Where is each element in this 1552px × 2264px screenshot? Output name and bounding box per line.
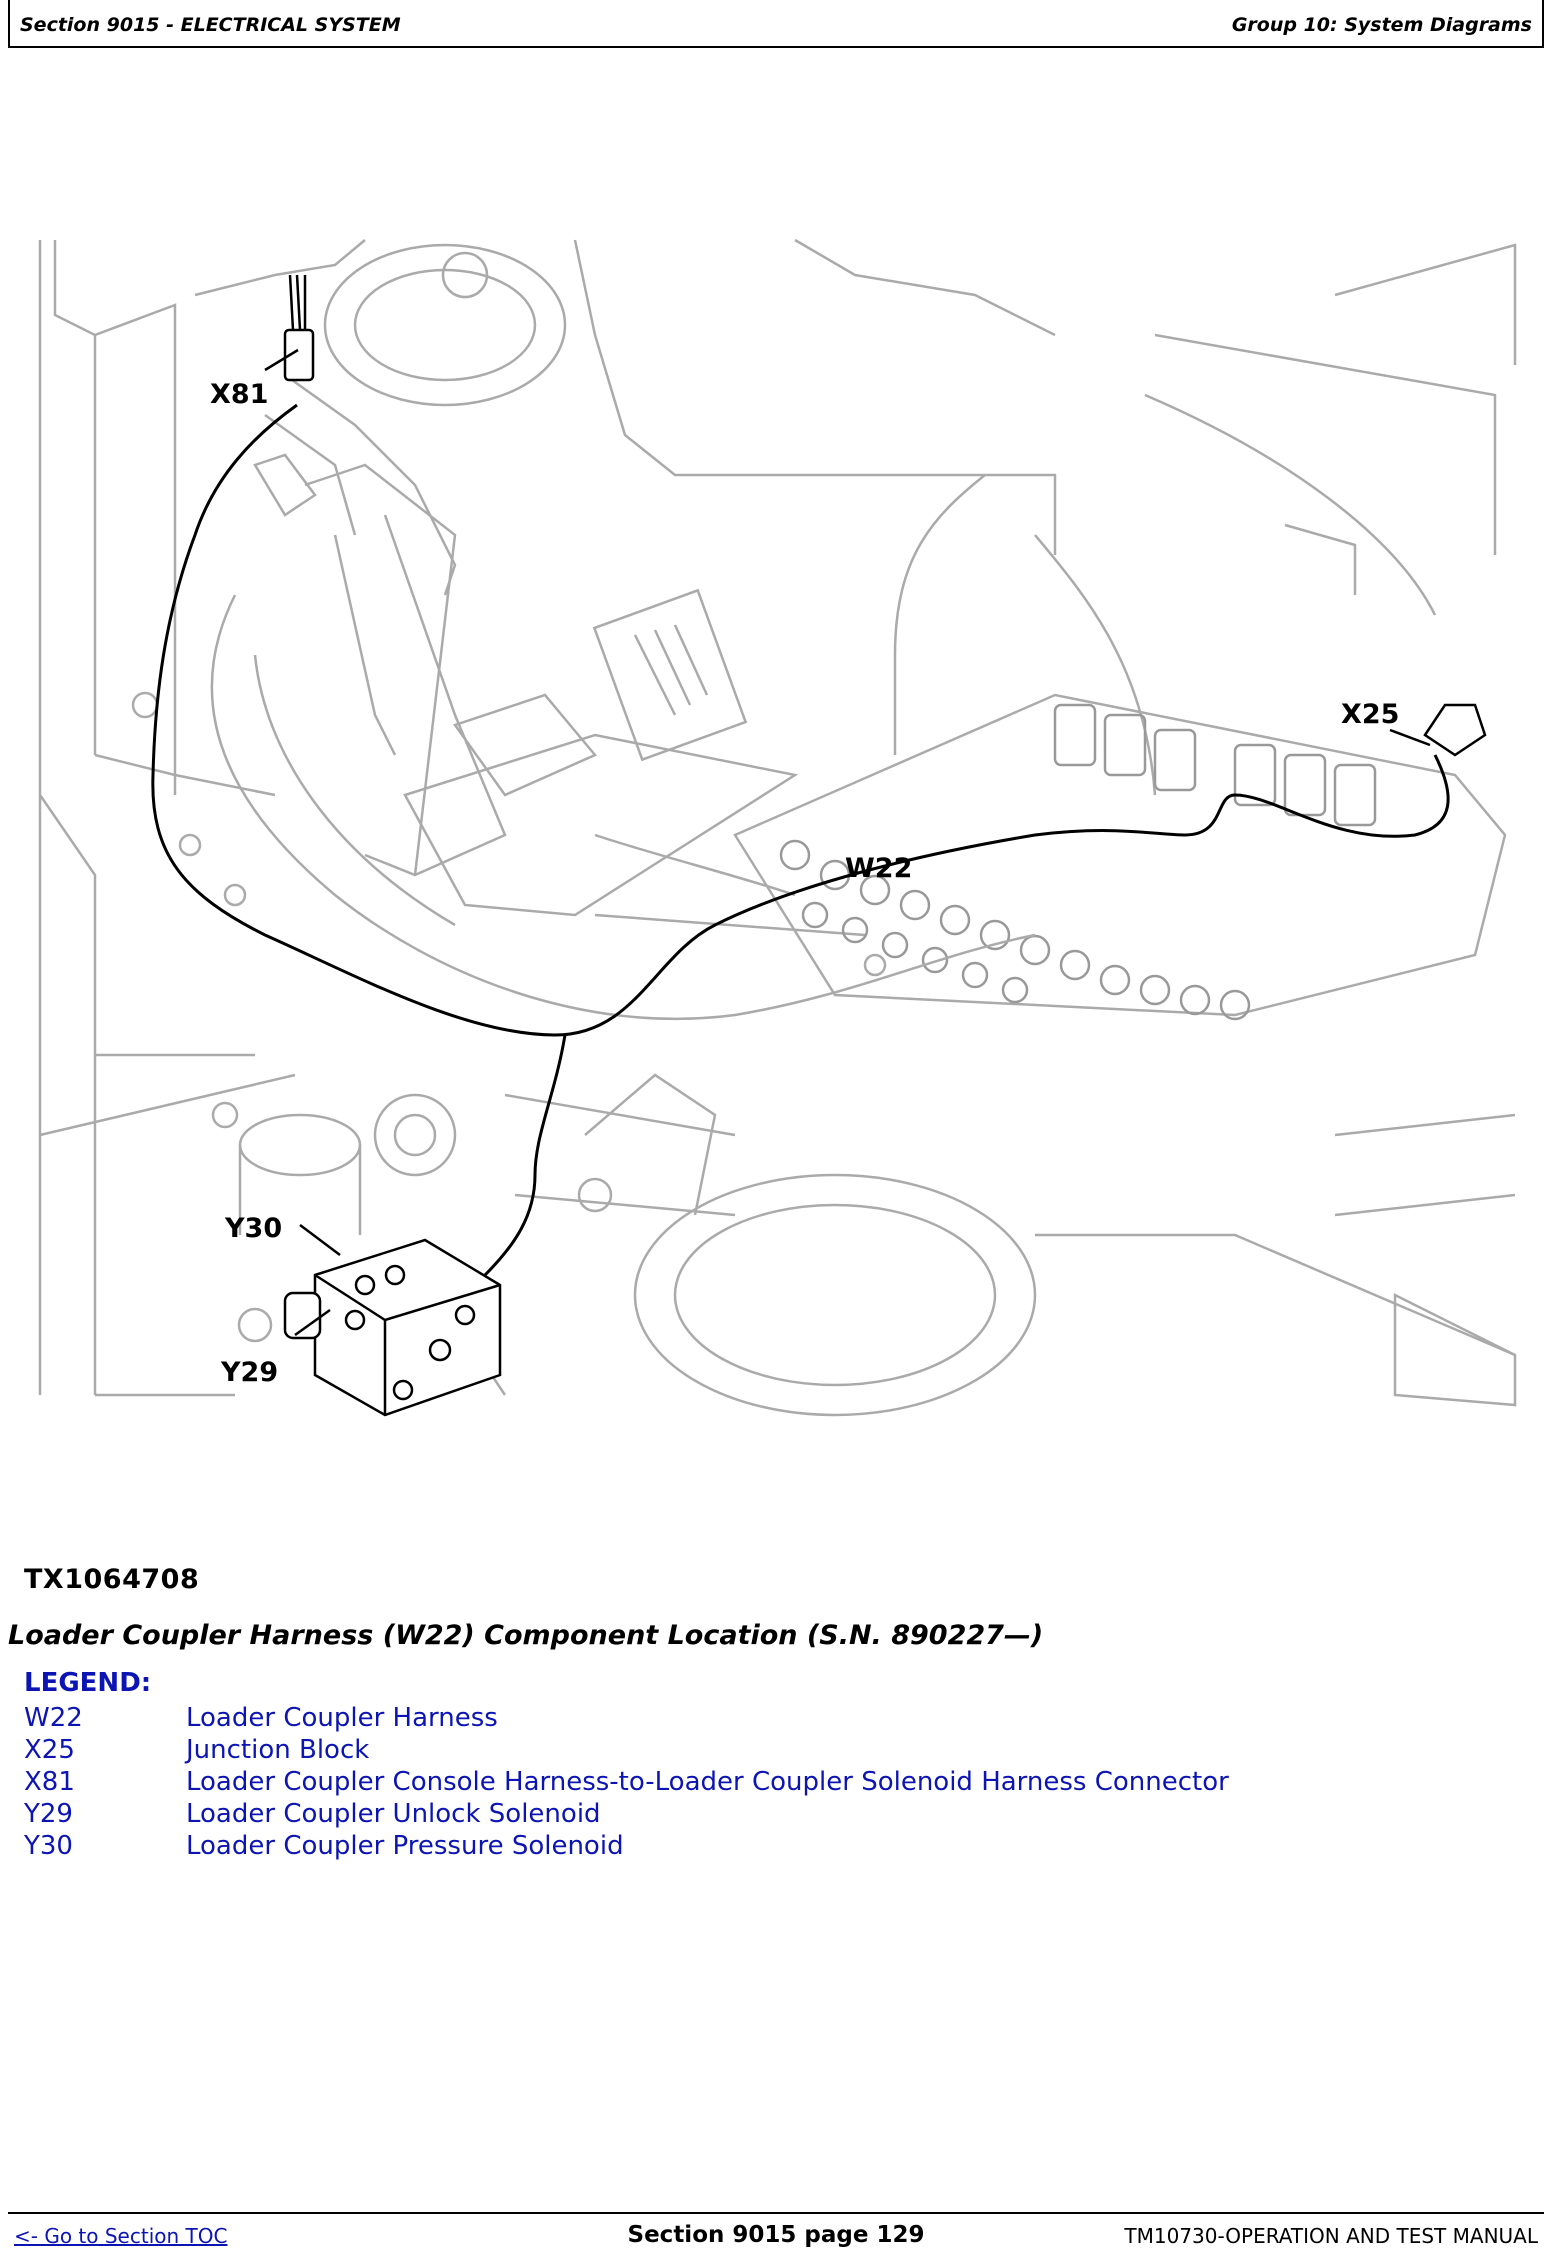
footer-divider bbox=[8, 2212, 1544, 2214]
legend-description: Loader Coupler Unlock Solenoid bbox=[186, 1799, 601, 1829]
section-title: Section 9015 - ELECTRICAL SYSTEM bbox=[20, 14, 401, 36]
legend-description: Junction Block bbox=[186, 1735, 370, 1765]
legend-item: Y29 Loader Coupler Unlock Solenoid bbox=[24, 1798, 1229, 1830]
page-header: Section 9015 - ELECTRICAL SYSTEM Group 1… bbox=[8, 0, 1544, 48]
callout-w22: W22 bbox=[845, 853, 912, 884]
callout-y29: Y29 bbox=[220, 1357, 278, 1388]
legend-code: Y29 bbox=[24, 1799, 73, 1829]
callout-y30: Y30 bbox=[224, 1213, 282, 1244]
figure-id: TX1064708 bbox=[24, 1564, 200, 1595]
legend-item: W22 Loader Coupler Harness bbox=[24, 1702, 1229, 1734]
legend-description: Loader Coupler Pressure Solenoid bbox=[186, 1831, 624, 1861]
callout-x81: X81 bbox=[210, 379, 268, 410]
legend-code: W22 bbox=[24, 1703, 83, 1733]
callout-x25: X25 bbox=[1341, 699, 1399, 730]
legend-title: LEGEND: bbox=[24, 1668, 152, 1698]
legend-code: X25 bbox=[24, 1735, 75, 1765]
page-number: Section 9015 page 129 bbox=[627, 2222, 925, 2248]
legend-item: Y30 Loader Coupler Pressure Solenoid bbox=[24, 1830, 1229, 1862]
go-to-section-toc-link[interactable]: <- Go to Section TOC bbox=[14, 2224, 228, 2248]
component-location-illustration: X81 X25 W22 Y30 Y29 bbox=[38, 238, 1517, 1417]
figure-caption: Loader Coupler Harness (W22) Component L… bbox=[8, 1620, 1044, 1651]
legend: LEGEND: W22 Loader Coupler Harness X25 J… bbox=[24, 1668, 1229, 1862]
manual-title: TM10730-OPERATION AND TEST MANUAL bbox=[1124, 2224, 1538, 2248]
legend-code: Y30 bbox=[24, 1831, 73, 1861]
legend-description: Loader Coupler Console Harness-to-Loader… bbox=[186, 1767, 1229, 1797]
legend-item: X81 Loader Coupler Console Harness-to-Lo… bbox=[24, 1766, 1229, 1798]
legend-item: X25 Junction Block bbox=[24, 1734, 1229, 1766]
legend-code: X81 bbox=[24, 1767, 75, 1797]
group-title: Group 10: System Diagrams bbox=[1231, 14, 1532, 36]
legend-description: Loader Coupler Harness bbox=[186, 1703, 498, 1733]
